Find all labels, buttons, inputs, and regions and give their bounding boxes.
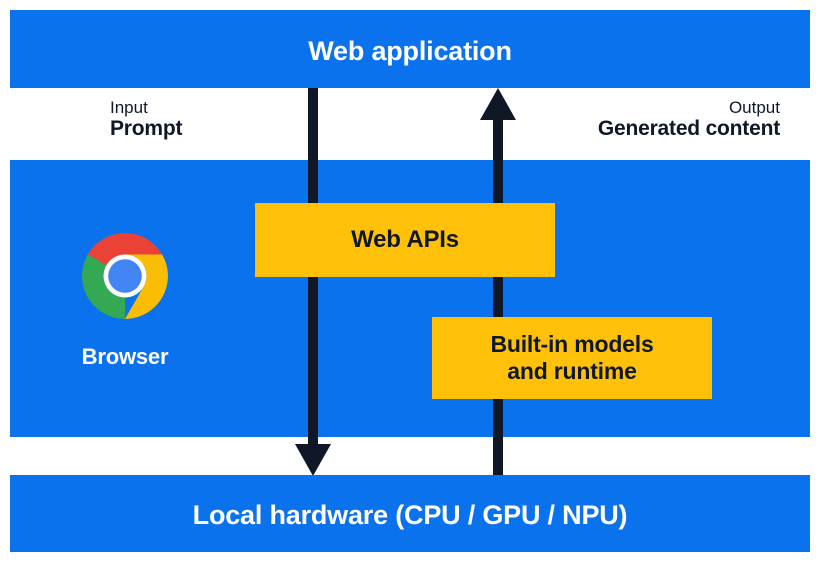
- output-flow-label: Output Generated content: [598, 98, 780, 141]
- builtin-models-label: Built-in models and runtime: [490, 331, 653, 385]
- output-value: Generated content: [597, 117, 780, 141]
- output-kicker: Output: [728, 98, 780, 117]
- builtin-models-box[interactable]: Built-in models and runtime: [432, 317, 712, 399]
- web-application-label: Web application: [308, 36, 512, 66]
- builtin-models-line2: and runtime: [507, 358, 637, 384]
- local-hardware-label: Local hardware (CPU / GPU / NPU): [192, 500, 628, 530]
- web-apis-box[interactable]: Web APIs: [255, 203, 555, 277]
- builtin-models-line1: Built-in models: [490, 330, 654, 357]
- browser-label: Browser: [81, 344, 169, 369]
- input-flow-label: Input Prompt: [110, 98, 183, 141]
- local-hardware-band: Local hardware (CPU / GPU / NPU): [10, 475, 810, 552]
- web-apis-label: Web APIs: [351, 225, 459, 253]
- web-application-band: Web application: [10, 10, 810, 88]
- chrome-logo-icon: [82, 233, 168, 319]
- input-value: Prompt: [110, 117, 183, 141]
- input-kicker: Input: [110, 98, 148, 117]
